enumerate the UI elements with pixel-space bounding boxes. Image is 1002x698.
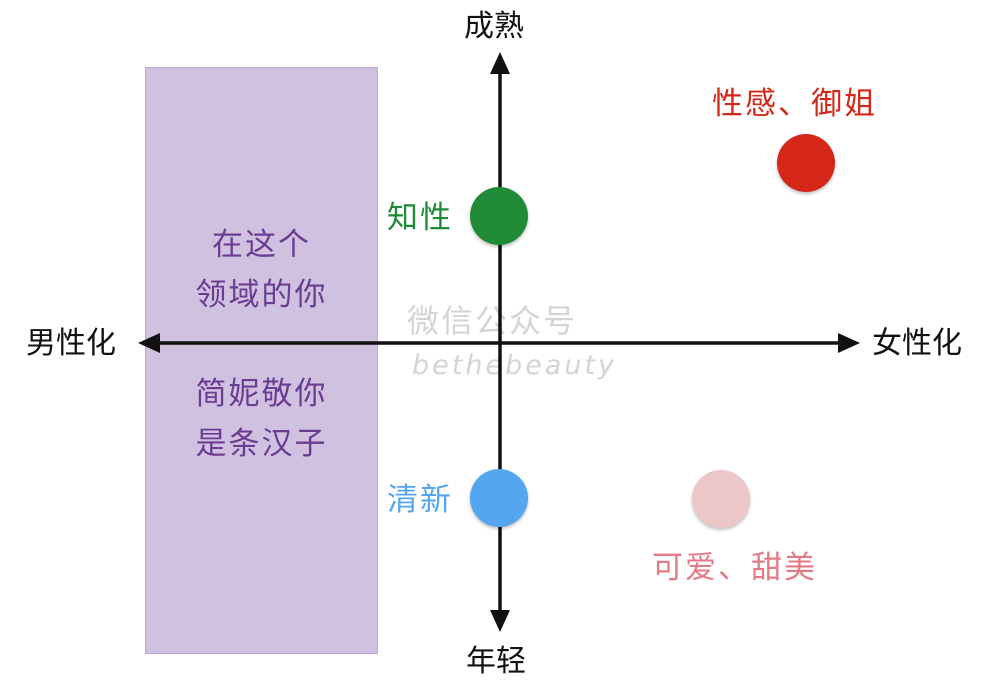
- zone-text-line-2: 领域的你: [195, 277, 328, 313]
- zone-text-line-4: 是条汉子: [195, 426, 328, 462]
- watermark-line-1: 微信公众号: [407, 302, 578, 340]
- point-label-fresh: 清新: [387, 482, 453, 518]
- point-sexy: [777, 134, 835, 192]
- arrow-left-icon: [138, 333, 160, 353]
- point-label-intellectual: 知性: [387, 200, 453, 236]
- point-label-cute: 可爱、甜美: [652, 550, 817, 586]
- zone-text-line-1: 在这个: [212, 227, 311, 263]
- axis-label-right: 女性化: [872, 326, 962, 361]
- axis-label-left: 男性化: [26, 326, 116, 361]
- point-fresh: [470, 469, 528, 527]
- axis-label-top: 成熟: [464, 9, 524, 44]
- axis-label-bottom: 年轻: [466, 644, 526, 679]
- point-intellectual: [470, 187, 528, 245]
- point-label-sexy: 性感、御姐: [712, 86, 877, 122]
- arrow-down-icon: [490, 610, 510, 632]
- point-cute: [692, 470, 750, 528]
- watermark-line-2: bethebeauty: [412, 350, 618, 381]
- zone-text-line-3: 简妮敬你: [195, 376, 328, 412]
- arrow-up-icon: [490, 52, 510, 74]
- masculine-zone: [145, 67, 378, 654]
- arrow-right-icon: [838, 333, 860, 353]
